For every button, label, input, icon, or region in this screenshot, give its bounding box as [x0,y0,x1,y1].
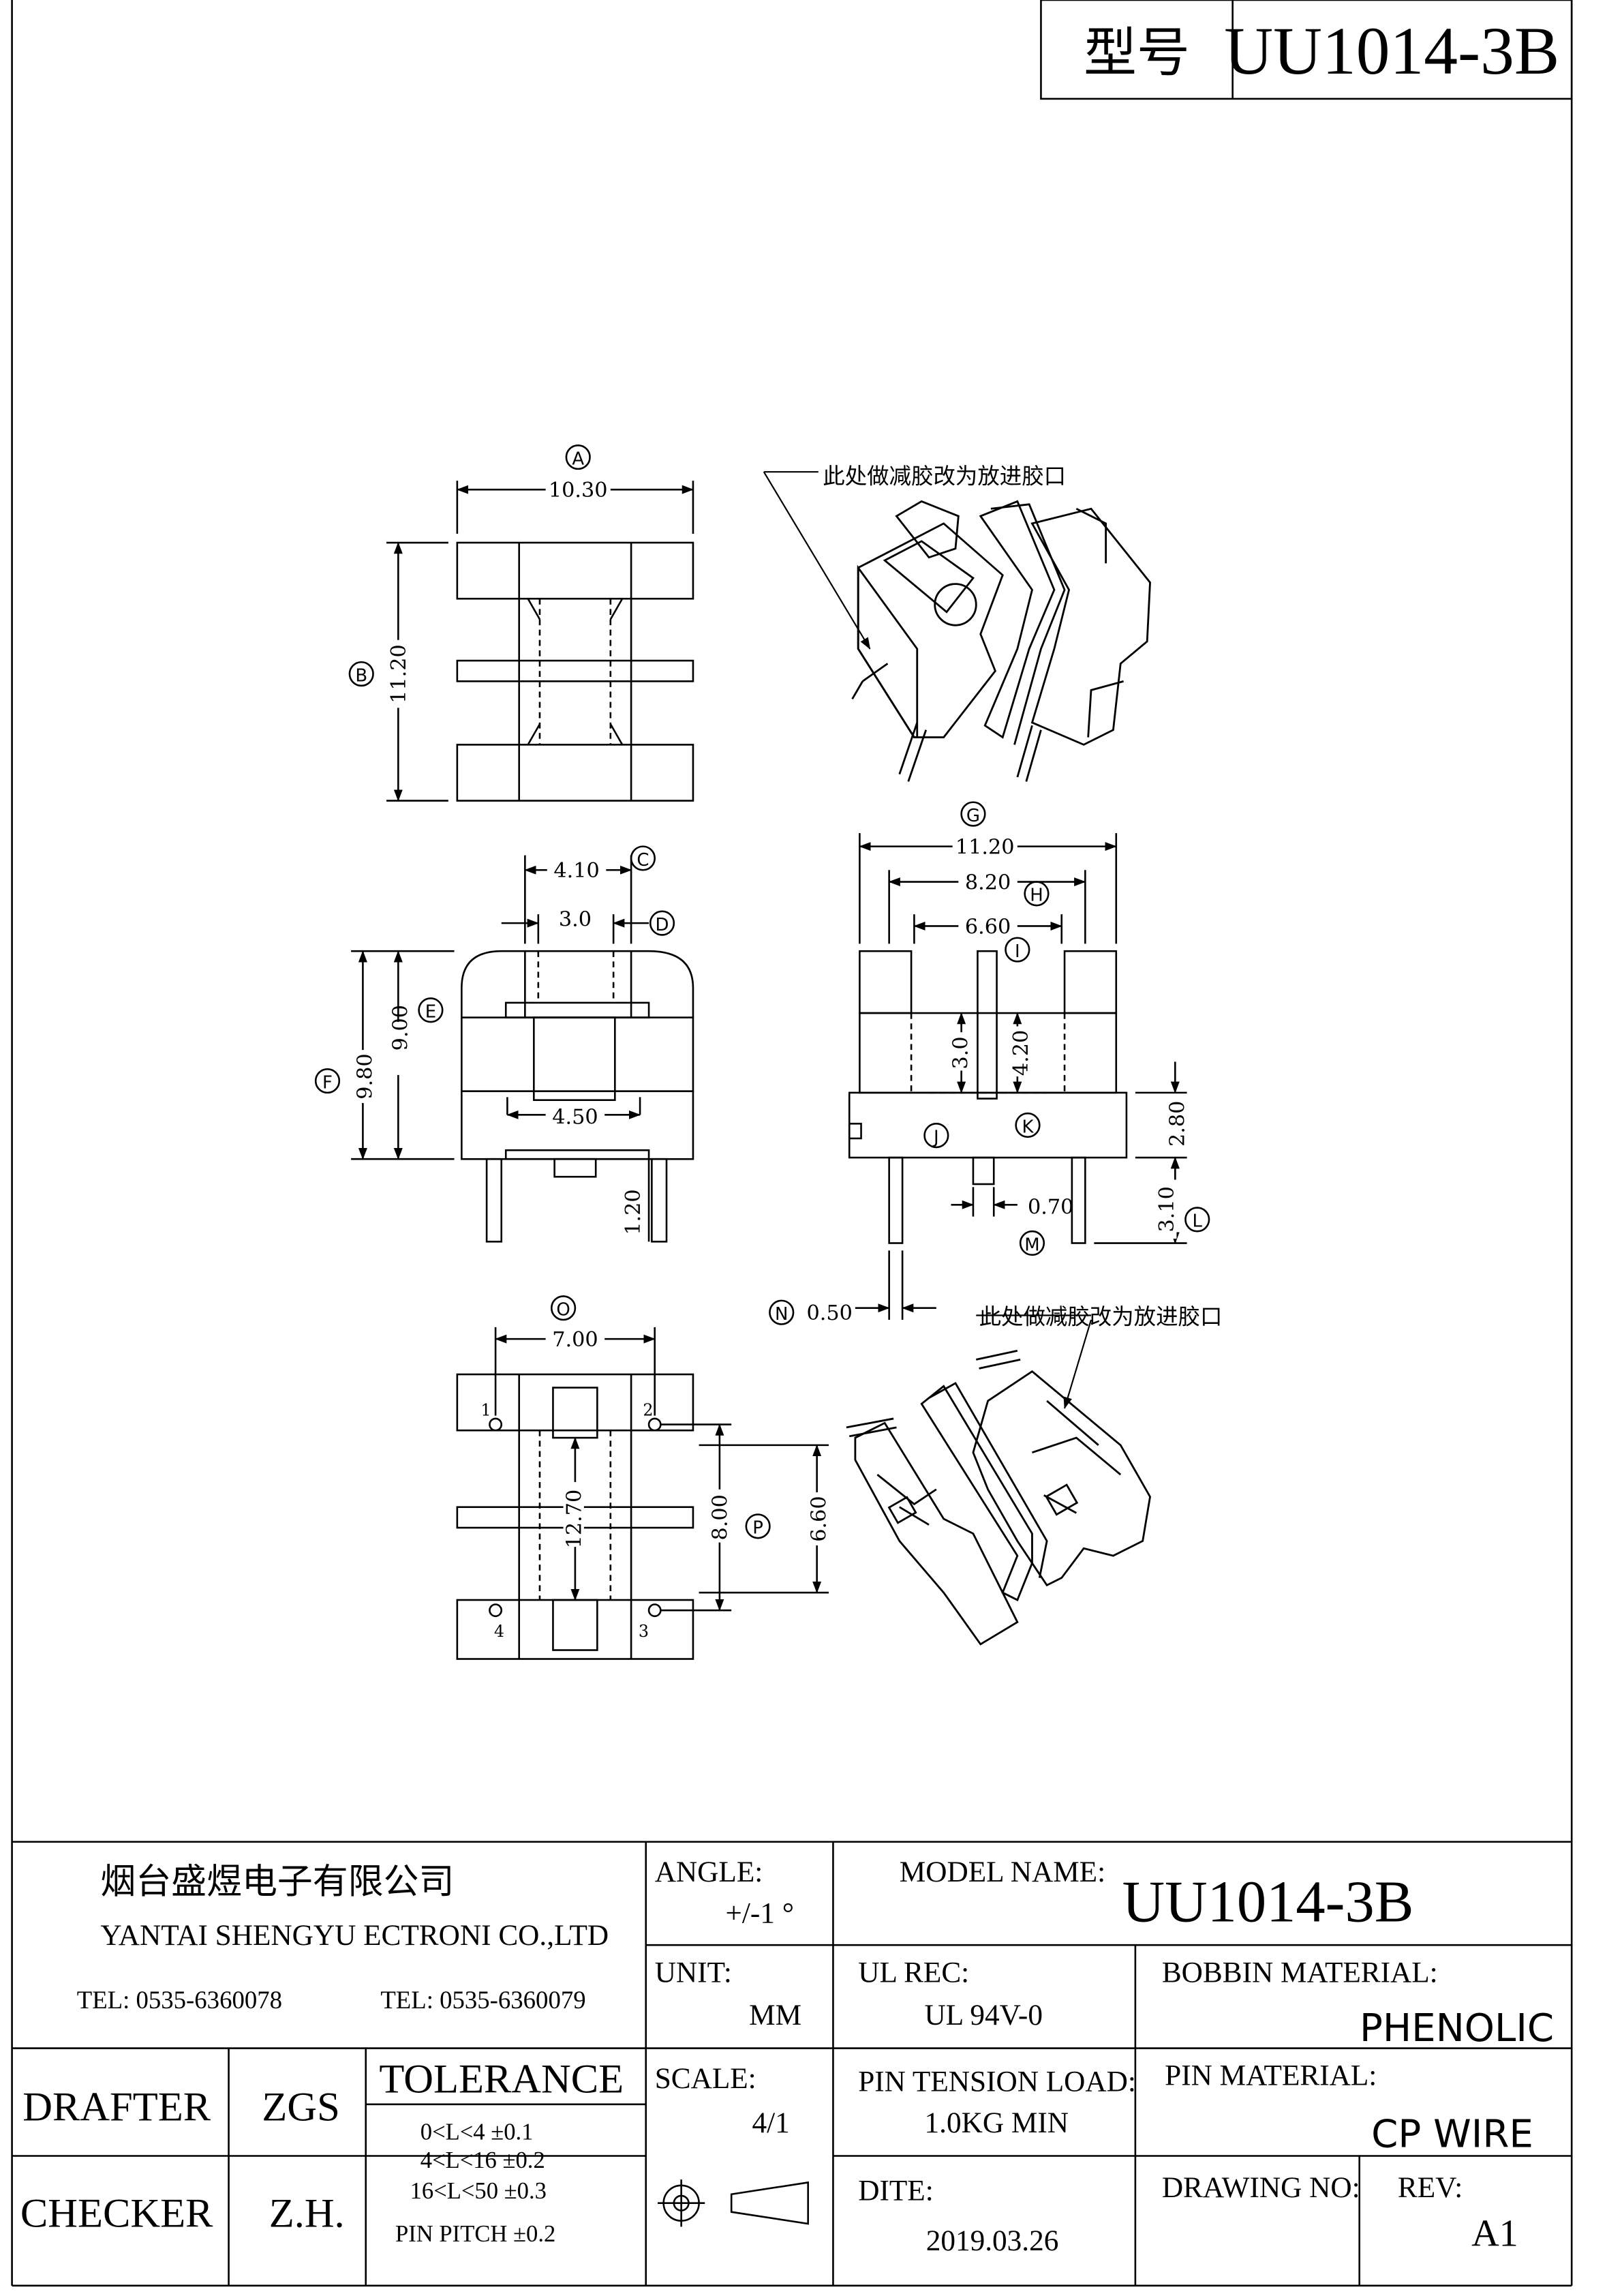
circle-g-label: G [966,806,980,826]
model-header-label: 型号 [1084,23,1190,82]
circle-n-label: N [775,1304,788,1325]
tel-2: TEL: 0535-6360079 [380,1986,585,2014]
rev-label: REV: [1398,2171,1463,2204]
circle-l-label: L [1193,1211,1203,1232]
company-name-en: YANTAI SHENGYU ECTRONI CO.,LTD [100,1919,609,1952]
pin-tension-label: PIN TENSION LOAD: [858,2065,1136,2098]
bobbin-material-label: BOBBIN MATERIAL: [1162,1956,1438,1989]
isometric-view-top [763,471,1151,782]
tolerance-row-2: 4<L<16 ±0.2 [420,2147,545,2173]
circle-m-label: M [1024,1235,1039,1255]
dim-3-0-value: 3.0 [949,1036,973,1069]
pin-material-label: PIN MATERIAL: [1165,2059,1377,2092]
rev-value: A1 [1471,2212,1518,2254]
drafter-value: ZGS [262,2085,339,2130]
sheet-border [11,0,1573,2287]
dim-h-value: 8.20 [965,871,1011,894]
pin-1-label: 1 [480,1401,491,1420]
pin-4-label: 4 [494,1622,504,1641]
dim-12-70-value: 12.70 [563,1490,587,1549]
circle-a-label: A [572,449,584,469]
circle-o-label: O [556,1300,570,1320]
tolerance-label: TOLERANCE [379,2056,624,2102]
drawing-no-label: DRAWING NO: [1162,2171,1360,2204]
bobbin-material-value: PHENOLIC [1360,2006,1554,2051]
tolerance-row-4: PIN PITCH ±0.2 [395,2221,555,2247]
isometric-view-bottom [846,1314,1151,1646]
checker-value: Z.H. [269,2190,345,2236]
scale-value: 4/1 [752,2106,789,2139]
tolerance-row-1: 0<L<4 ±0.1 [420,2119,534,2145]
checker-label: CHECKER [20,2190,213,2236]
unit-label: UNIT: [655,1956,732,1989]
ul-rec-value: UL 94V-0 [925,1999,1043,2031]
circle-f-label: F [322,1072,333,1093]
title-block [12,1841,1572,2286]
angle-label: ANGLE: [655,1856,763,1888]
model-name-value: UU1014-3B [1122,1869,1414,1935]
circle-i-label: I [1015,941,1020,962]
dim-d-value: 3.0 [559,907,592,931]
dim-o-value: 7.00 [552,1328,598,1352]
model-name-label: MODEL NAME: [900,1856,1105,1888]
dim-2-80-value: 2.80 [1165,1101,1189,1147]
dim-g-value: 11.20 [955,835,1015,859]
dim-window-value: 4.50 [552,1105,598,1129]
dim-6-60-value: 6.60 [808,1496,831,1541]
drafter-label: DRAFTER [22,2085,211,2130]
company-name-cn: 烟台盛煜电子有限公司 [100,1862,454,1901]
dim-e-value: 9.00 [388,1005,412,1051]
dim-0-50-value: 0.50 [807,1301,853,1325]
dim-4-20-value: 4.20 [1009,1030,1033,1076]
date-value: 2019.03.26 [926,2224,1059,2257]
dim-f-value: 9.80 [353,1053,377,1099]
circle-e-label: E [425,1002,436,1023]
model-header: 型号 UU1014-3B [1040,0,1573,100]
bottom-view [456,1295,829,1660]
tolerance-row-3: 16<L<50 ±0.3 [410,2178,547,2204]
dim-pin-length-value: 1.20 [622,1189,645,1235]
dim-3-10-value: 3.10 [1155,1186,1179,1232]
date-label: DITE: [858,2174,933,2207]
note-bottom: 此处做减胶改为放进胶口 [979,1304,1223,1329]
scale-label: SCALE: [655,2062,756,2095]
pin-3-label: 3 [639,1622,649,1641]
note-top: 此处做减胶改为放进胶口 [823,464,1066,489]
circle-d-label: D [656,915,669,935]
dim-0-70-value: 0.70 [1028,1195,1073,1219]
circle-b-label: B [355,665,367,686]
circle-c-label: C [637,850,649,871]
circle-h-label: H [1030,886,1043,906]
pin-material-value: CP WIRE [1371,2113,1533,2157]
dim-8-00-value: 8.00 [709,1494,733,1540]
circle-j-label: J [932,1127,939,1147]
pin-2-label: 2 [643,1401,653,1420]
dim-a-value: 10.30 [549,479,608,502]
pin-tension-value: 1.0KG MIN [925,2106,1069,2139]
circle-k-label: K [1022,1117,1034,1137]
tel-1: TEL: 0535-6360078 [77,1986,282,2014]
ul-rec-label: UL REC: [858,1956,969,1989]
unit-value: MM [749,1999,801,2031]
angle-value: +/-1 ° [726,1897,795,1930]
circle-p-label: P [752,1518,763,1539]
dim-i-value: 6.60 [965,915,1011,939]
side-view [314,845,694,1243]
dim-b-value: 11.20 [387,644,411,704]
top-view [348,444,694,802]
model-header-value: UU1014-3B [1224,13,1559,89]
dim-c-value: 4.10 [553,859,599,883]
